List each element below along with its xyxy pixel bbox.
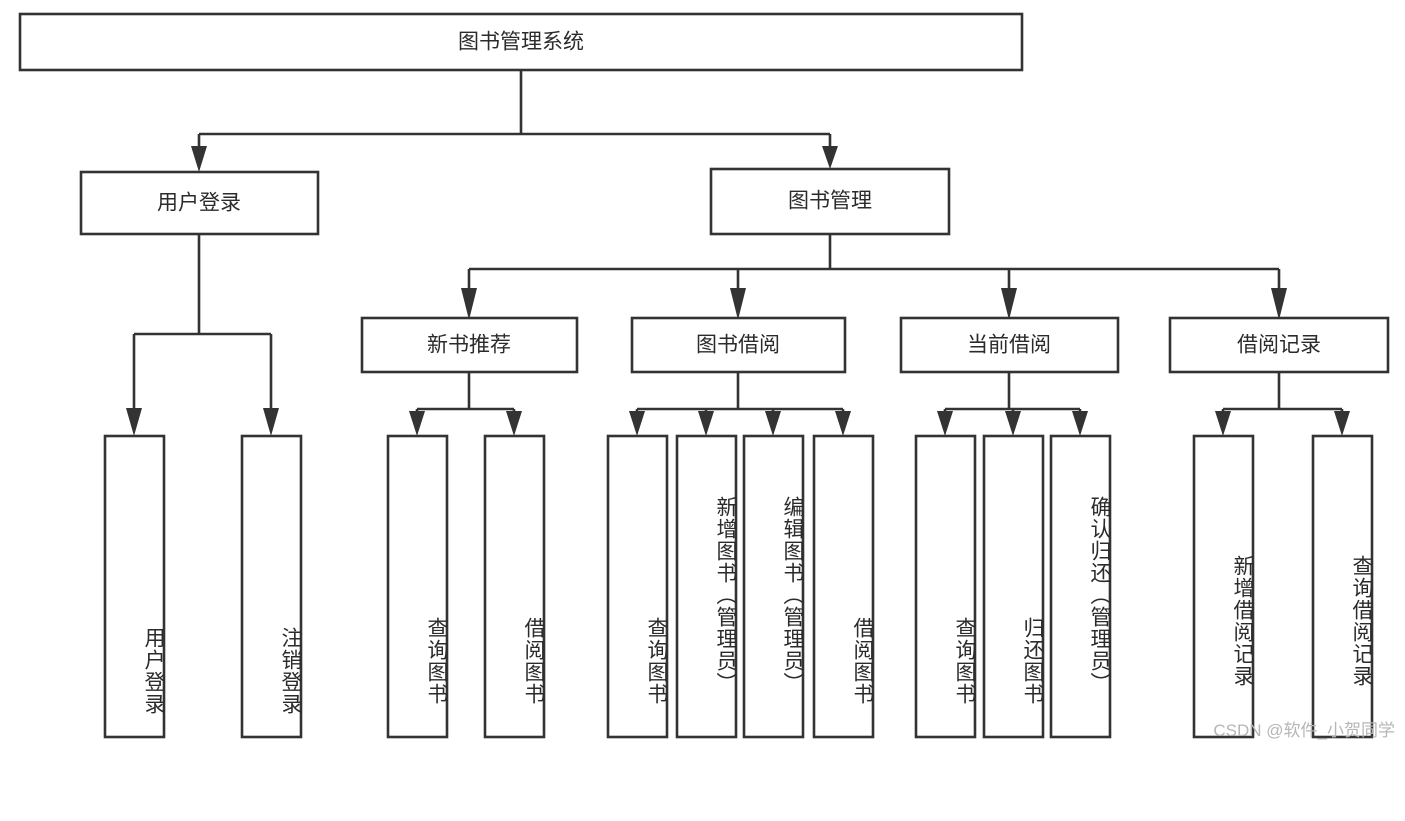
node-root[interactable]: 图书管理系统 — [18, 12, 1024, 72]
arrow-head-leaf-query-book-2 — [629, 411, 645, 436]
arrow-head-borrow-record — [1271, 288, 1287, 320]
node-leaf-user-login-box[interactable] — [103, 434, 166, 739]
node-borrow-record[interactable]: 借阅记录 — [1168, 316, 1390, 374]
node-user-login-box[interactable] — [79, 170, 320, 236]
node-borrow-record-box[interactable] — [1168, 316, 1390, 374]
arrow-head-new-book-rec — [461, 288, 477, 320]
node-leaf-edit-book-box[interactable] — [742, 434, 805, 739]
hierarchy-tree-svg: 图书管理系统 用户登录 图书管理 新书推荐 图书借阅 当前借阅 借阅记录 — [18, 12, 1390, 739]
connector-group-borrow-record — [1215, 372, 1350, 436]
node-borrow-record-label: 借阅记录 — [1237, 334, 1321, 357]
arrow-head-leaf-borrow-book-1 — [506, 411, 522, 436]
node-user-login[interactable]: 用户登录 — [79, 170, 320, 236]
node-current-borrow-box[interactable] — [899, 316, 1120, 374]
node-book-borrow-label: 图书借阅 — [696, 334, 780, 357]
arrow-head-leaf-confirm-return — [1072, 411, 1088, 436]
arrow-head-leaf-query-book-3 — [937, 411, 953, 436]
arrow-head-leaf-add-record — [1215, 411, 1231, 436]
node-leaf-query-record-box[interactable] — [1311, 434, 1374, 739]
arrow-head-leaf-user-login — [126, 408, 142, 436]
node-root-label: 图书管理系统 — [458, 31, 584, 54]
node-current-borrow-label: 当前借阅 — [967, 334, 1051, 357]
node-user-login-label: 用户登录 — [157, 192, 241, 215]
arrow-head-leaf-query-book-1 — [409, 411, 425, 436]
arrow-head-book-borrow — [730, 288, 746, 320]
node-leaf-query-book-1-box[interactable] — [386, 434, 449, 739]
node-leaf-query-book-2-box[interactable] — [606, 434, 669, 739]
node-leaf-borrow-book-2-box[interactable] — [812, 434, 875, 739]
node-book-borrow[interactable]: 图书借阅 — [630, 316, 847, 374]
connector-group-user-login — [126, 234, 279, 436]
node-new-book-rec[interactable]: 新书推荐 — [360, 316, 579, 374]
node-book-manage[interactable]: 图书管理 — [709, 167, 951, 236]
connector-group-current-borrow — [937, 372, 1088, 436]
node-book-borrow-box[interactable] — [630, 316, 847, 374]
arrow-head-leaf-logout — [263, 408, 279, 436]
arrow-head-book-manage — [822, 146, 838, 169]
diagram-canvas: 图书管理系统 用户登录 图书管理 新书推荐 图书借阅 当前借阅 借阅记录 — [18, 12, 1395, 740]
node-leaf-return-book-box[interactable] — [982, 434, 1045, 739]
arrow-head-leaf-borrow-book-2 — [835, 411, 851, 436]
arrow-head-current-borrow — [1001, 288, 1017, 320]
arrow-head-user-login — [191, 146, 207, 172]
node-book-manage-label: 图书管理 — [788, 190, 872, 213]
node-leaf-confirm-return-box[interactable] — [1049, 434, 1112, 739]
node-leaf-logout-box[interactable] — [240, 434, 303, 739]
node-new-book-rec-label: 新书推荐 — [427, 334, 511, 357]
arrow-head-leaf-return-book — [1005, 411, 1021, 436]
arrow-head-leaf-query-record — [1334, 411, 1350, 436]
node-leaf-add-record-box[interactable] — [1192, 434, 1255, 739]
arrow-head-leaf-edit-book — [765, 411, 781, 436]
node-leaf-borrow-book-1-box[interactable] — [483, 434, 546, 739]
node-current-borrow[interactable]: 当前借阅 — [899, 316, 1120, 374]
connector-group-root — [191, 70, 838, 172]
node-root-box[interactable] — [18, 12, 1024, 72]
node-leaf-add-book-box[interactable] — [675, 434, 738, 739]
arrow-head-leaf-add-book — [698, 411, 714, 436]
node-leaf-query-book-3-box[interactable] — [914, 434, 977, 739]
node-new-book-rec-box[interactable] — [360, 316, 579, 374]
connector-group-book-manage — [461, 234, 1287, 320]
node-book-manage-box[interactable] — [709, 167, 951, 236]
connector-group-new-book-rec — [409, 372, 522, 436]
connector-group-book-borrow — [629, 372, 851, 436]
